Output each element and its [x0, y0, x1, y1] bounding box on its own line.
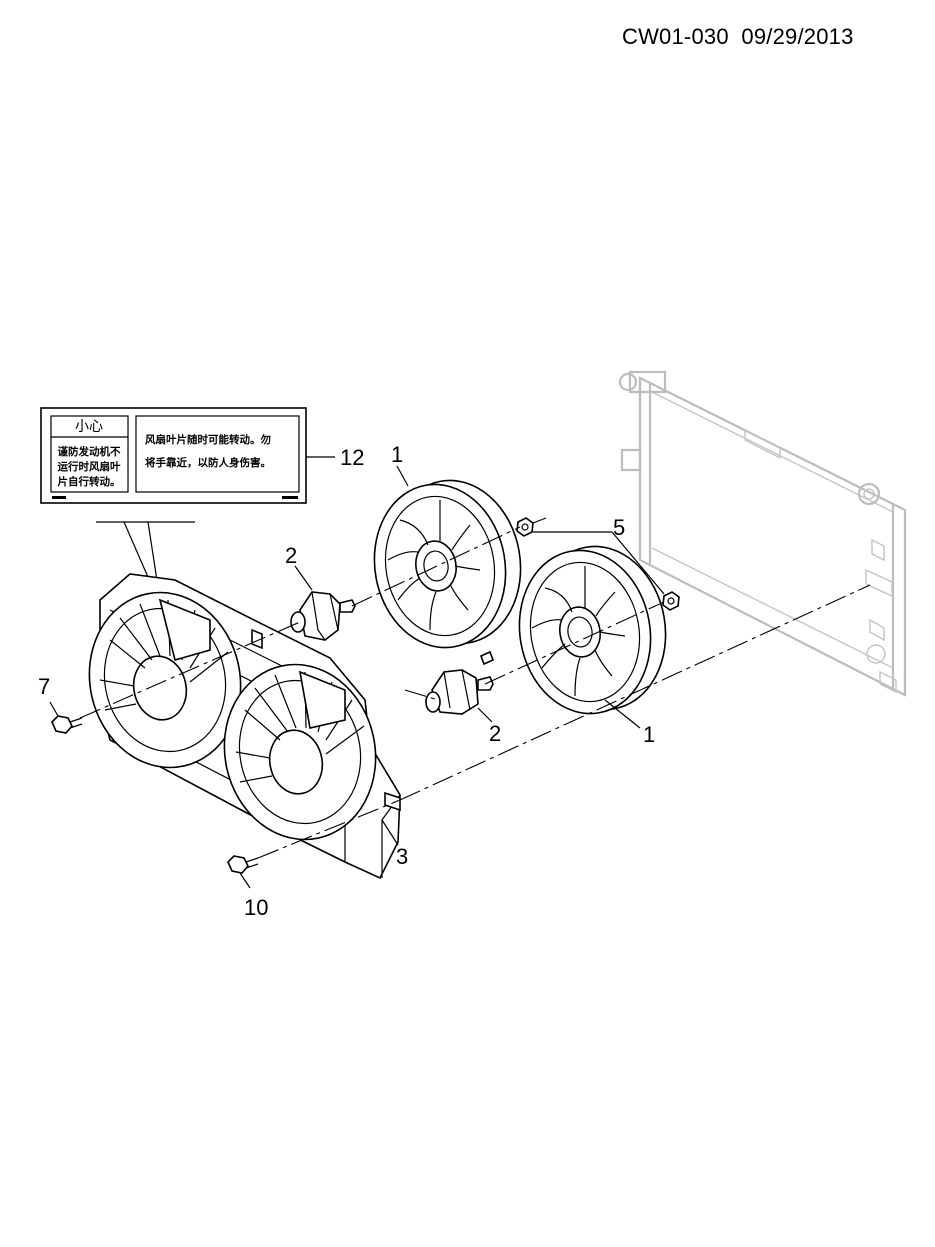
label-right-line-1: 风扇叶片随时可能转动。勿	[145, 433, 271, 446]
callout-nut: 5	[613, 515, 625, 540]
fan-blade-lower	[518, 545, 667, 715]
drawing-code: CW01-030 09/29/2013	[622, 24, 854, 50]
callout-bolt-lower: 10	[244, 895, 268, 920]
label-left-line-3: 片自行转动。	[58, 475, 121, 488]
fan-motor-upper	[290, 591, 356, 641]
bolt-left	[51, 715, 83, 734]
callout-fan-upper: 1	[391, 442, 403, 467]
callout-shroud: 3	[396, 844, 408, 869]
label-heading: 小心	[75, 419, 103, 435]
fan-blade-upper	[373, 479, 522, 649]
leader-shroud	[381, 819, 399, 846]
leader-bolt-left	[49, 701, 59, 717]
fan-motor-lower	[425, 650, 495, 715]
callout-motor-upper: 2	[285, 543, 297, 568]
nut-upper	[516, 517, 534, 537]
leader-fan-upper	[396, 465, 409, 487]
warning-label: 小心 谨防发动机不 运行时风扇叶 片自行转动。 风扇叶片随时可能转动。勿 将手靠…	[40, 407, 307, 504]
fan-shroud	[88, 573, 401, 880]
assembly-centerlines	[79, 517, 871, 859]
callout-motor-lower: 2	[489, 721, 501, 746]
label-left-line-2: 运行时风扇叶	[58, 460, 121, 473]
drawing-date: 09/29/2013	[741, 24, 854, 49]
leader-motor-lower	[477, 707, 493, 723]
bolt-lower	[227, 855, 259, 874]
label-part-number-mark	[52, 496, 66, 499]
leader-bolt-lower	[239, 872, 251, 889]
leader-nut	[533, 531, 665, 595]
radiator-ghost	[618, 370, 907, 697]
leader-fan-lower	[604, 699, 641, 729]
drawing-number: CW01-030	[622, 24, 729, 49]
label-right-line-2: 将手靠近，以防人身伤害。	[145, 456, 271, 469]
callout-label: 12	[340, 445, 364, 470]
callout-fan-lower: 1	[643, 722, 655, 747]
nut-lower	[662, 591, 680, 611]
callout-bolt-left: 7	[38, 674, 50, 699]
leader-motor-upper	[294, 565, 313, 591]
label-date-mark	[282, 496, 298, 499]
label-left-line-1: 谨防发动机不	[58, 445, 121, 458]
